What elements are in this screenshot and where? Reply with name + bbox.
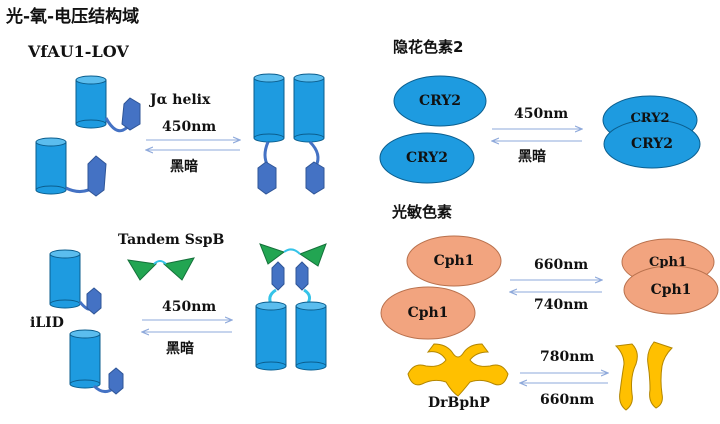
- phyto-dark-label: 740nm: [534, 297, 589, 313]
- cph1-label-2: Cph1: [407, 305, 449, 321]
- ilid-light-cylinder-2: [295, 301, 327, 371]
- bph-dark-label: 660nm: [540, 392, 595, 408]
- sspb-triangle-left: [127, 259, 158, 281]
- cph1-light-label-front: Cph1: [650, 282, 692, 298]
- cry2-oval-2: [379, 132, 475, 184]
- ilid-hexagon-1: [86, 287, 102, 315]
- cry2-oval-1: [393, 75, 487, 127]
- drbphp-dark-state: [407, 343, 509, 397]
- lov-cylinder-1: [75, 75, 107, 129]
- ilid-light-cylinder-1: [255, 301, 287, 371]
- ilid-sspb-bound-right: [298, 243, 327, 267]
- lov-light-cylinder-1: [253, 73, 285, 143]
- ilid-dark-state: [49, 249, 124, 395]
- cph1-oval-2: [380, 286, 476, 340]
- drbphp-shape: [407, 343, 509, 397]
- ilid-light-label: 450nm: [162, 299, 217, 315]
- cry-heading: 隐花色素2: [393, 38, 464, 56]
- ilid-light-hexagon-1: [271, 261, 285, 291]
- phyto-heading: 光敏色素: [392, 203, 453, 221]
- cph1-label-1: Cph1: [433, 253, 475, 269]
- cry2-label-2: CRY2: [405, 150, 449, 166]
- sspb-free: [127, 257, 195, 281]
- bph-light-label: 780nm: [540, 349, 595, 365]
- lov-light-label: 450nm: [162, 119, 217, 135]
- drbphp-light-arm-left: [614, 343, 638, 411]
- cph1-light-state: [621, 238, 719, 315]
- lov-heading: VfAU1-LOV: [28, 42, 129, 61]
- lov-helix-label: Jα helix: [150, 92, 211, 108]
- cph1-light-oval-front: [623, 265, 719, 315]
- ilid-sspb-bound-left: [259, 243, 286, 265]
- ilid-protein-label: iLID: [30, 315, 64, 331]
- cry-light-label: 450nm: [514, 106, 569, 122]
- page-title: 光-氧-电压结构域: [6, 7, 140, 27]
- ilid-light-state: [255, 243, 327, 371]
- cry2-label-1: CRY2: [418, 93, 462, 109]
- bph-protein-label: DrBphP: [428, 395, 490, 411]
- cph1-oval-1: [406, 235, 502, 287]
- ilid-hexagon-2: [108, 367, 124, 395]
- cry2-dark-state: [379, 75, 487, 184]
- cry2-light-oval-front: [603, 119, 701, 169]
- cry2-light-state: [602, 95, 701, 169]
- ilid-cylinder-2: [69, 329, 101, 389]
- lov-light-cylinder-2: [293, 73, 325, 143]
- cry-dark-label: 黑暗: [518, 149, 546, 165]
- ilid-partner-label: Tandem SspB: [118, 232, 225, 248]
- phyto-light-label: 660nm: [534, 257, 589, 273]
- lov-dark-state: [35, 75, 141, 197]
- lov-hexagon-1: [121, 97, 141, 131]
- cph1-dark-state: [380, 235, 502, 340]
- cry2-light-label-front: CRY2: [630, 136, 674, 152]
- cph1-light-label-back: Cph1: [649, 255, 687, 268]
- drbphp-light-state: [614, 341, 673, 411]
- lov-cylinder-2: [35, 137, 67, 195]
- lov-light-hexagon-2: [305, 161, 325, 195]
- lov-hexagon-2: [87, 155, 107, 197]
- lov-dark-label: 黑暗: [170, 159, 198, 175]
- ilid-cylinder-1: [49, 249, 81, 309]
- lov-light-state: [253, 73, 325, 195]
- cry2-light-label-back: CRY2: [630, 111, 670, 125]
- lov-light-hexagon-1: [257, 161, 277, 195]
- drbphp-light-arm-right: [647, 341, 673, 409]
- ilid-light-hexagon-2: [295, 261, 309, 291]
- ilid-dark-label: 黑暗: [166, 341, 194, 357]
- sspb-triangle-right: [162, 257, 195, 281]
